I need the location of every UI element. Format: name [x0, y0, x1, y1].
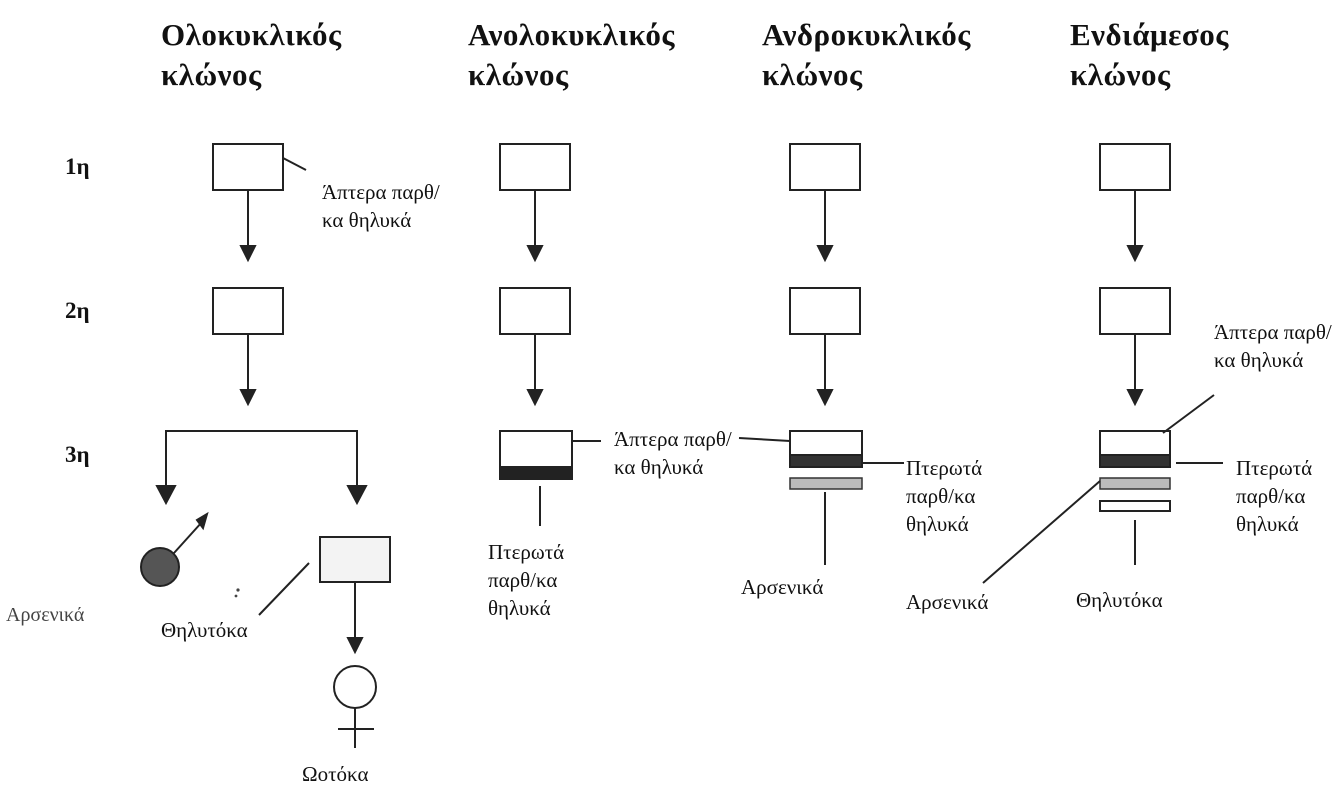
header-intermediate: Ενδιάμεσος κλώνος: [1070, 17, 1229, 92]
generation-2-label: 2η: [65, 298, 90, 323]
speck-1: [236, 588, 240, 592]
intermediate-apterous-label: Άπτερα παρθ/κα θηλυκά: [1214, 320, 1332, 372]
holocyclic-apterous-leader: [282, 157, 307, 171]
intermediate-males-label: Αρσενικά: [906, 590, 989, 614]
holocyclic-ovipara-leader: [258, 562, 310, 616]
anholocyclic-winged-band: [499, 466, 573, 480]
androcyclic-male-band: [789, 477, 863, 490]
androcyclic-males-label: Αρσενικά: [741, 575, 824, 599]
anholocyclic-gen3-box: [499, 430, 573, 468]
holocyclic-eggs-label: Ωοτόκα: [302, 762, 369, 786]
intermediate-gen3-box: [1099, 430, 1171, 456]
holocyclic-arrowhead-ovipara: [346, 485, 368, 506]
header-holocyclic: Ολοκυκλικός κλώνος: [161, 17, 342, 92]
holocyclic-ovipara-box: [319, 536, 391, 583]
anholocyclic-winged-label: Πτερωτά παρθ/κα θηλυκά: [488, 540, 565, 620]
speck-2: [234, 594, 238, 598]
anholocyclic-arrowhead-2: [526, 389, 544, 407]
anholocyclic-arrowhead-1: [526, 245, 544, 263]
header-androcyclic: Ανδροκυκλικός κλώνος: [762, 17, 971, 92]
androcyclic-winged-label: Πτερωτά παρθ/κα θηλυκά: [906, 456, 983, 536]
female-symbol-icon: [333, 665, 377, 709]
intermediate-gen1-box: [1099, 143, 1171, 191]
intermediate-apterous-leader: [1162, 394, 1215, 434]
holocyclic-arrowhead-1: [239, 245, 257, 263]
holocyclic-arrowhead-male: [155, 485, 177, 506]
androcyclic-gen1-box: [789, 143, 861, 191]
androcyclic-arrowhead-2: [816, 389, 834, 407]
androcyclic-gen2-box: [789, 287, 861, 335]
generation-1-label: 1η: [65, 154, 90, 179]
intermediate-ovipara-band: [1099, 500, 1171, 512]
male-symbol-shaft: [173, 521, 203, 554]
androcyclic-gen3-box: [789, 430, 863, 456]
intermediate-arrowhead-2: [1126, 389, 1144, 407]
header-anholocyclic: Ανολοκυκλικός κλώνος: [468, 17, 675, 92]
intermediate-arrowhead-1: [1126, 245, 1144, 263]
intermediate-winged-label: Πτερωτά παρθ/κα θηλυκά: [1236, 456, 1313, 536]
intermediate-ovipara-label: Θηλυτόκα: [1076, 588, 1163, 612]
holocyclic-arrowhead-2: [239, 389, 257, 407]
androcyclic-arrowhead-1: [816, 245, 834, 263]
generation-3-label: 3η: [65, 442, 90, 467]
holocyclic-split-connector: [165, 430, 358, 490]
intermediate-male-band: [1099, 477, 1171, 490]
androcyclic-apterous-leader: [738, 437, 791, 442]
holocyclic-arrowhead-eggs: [346, 637, 364, 655]
anholocyclic-apterous-label: Άπτερα παρθ/κα θηλυκά: [614, 427, 732, 479]
holocyclic-apterous-label: Άπτερα παρθ/κα θηλυκά: [322, 180, 440, 232]
intermediate-male-leader: [982, 480, 1101, 584]
holocyclic-ovipara-label: Θηλυτόκα: [161, 618, 248, 642]
anholocyclic-gen1-box: [499, 143, 571, 191]
holocyclic-males-label: Αρσενικά: [6, 604, 85, 626]
anholocyclic-gen2-box: [499, 287, 571, 335]
holocyclic-gen2-box: [212, 287, 284, 335]
male-symbol-arrowhead: [195, 511, 209, 531]
androcyclic-winged-band: [789, 454, 863, 468]
intermediate-gen2-box: [1099, 287, 1171, 335]
male-symbol-icon: [140, 547, 180, 587]
intermediate-winged-band: [1099, 454, 1171, 468]
holocyclic-gen1-box: [212, 143, 284, 191]
